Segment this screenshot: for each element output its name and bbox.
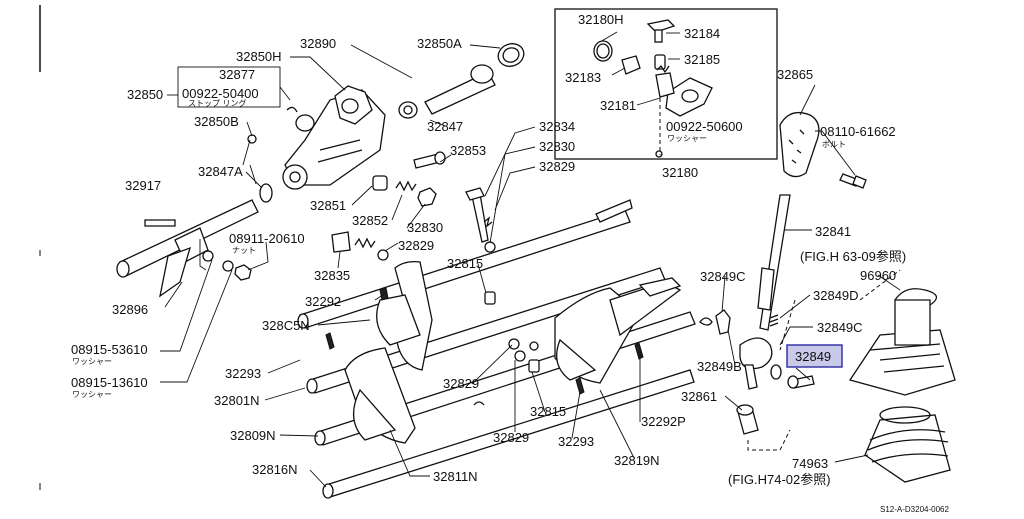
label-32851: 32851 [310, 198, 346, 213]
label-32852: 32852 [352, 213, 388, 228]
label-32185: 32185 [684, 52, 720, 67]
selector-housing-group [116, 43, 525, 298]
label-32181: 32181 [600, 98, 636, 113]
label-32850B: 32850B [194, 114, 239, 129]
label-32849B: 32849B [697, 359, 742, 374]
part-labels: 32890 32850A 32850H 32877 32850 00922-50… [71, 12, 949, 514]
label-32853: 32853 [450, 143, 486, 158]
lever-group [699, 111, 956, 483]
label-32829-d: 32829 [493, 430, 529, 445]
label-stop-ring: ストップ リング [188, 98, 247, 108]
label-32850: 32850 [127, 87, 163, 102]
label-32829-a: 32829 [398, 238, 434, 253]
label-washer-3: ワッシャー [667, 134, 707, 143]
label-32815-a: 32815 [447, 256, 483, 271]
label-96960: 96960 [860, 268, 896, 283]
shift-rails-group [297, 199, 696, 499]
label-08110-61662: 08110-61662 [820, 124, 896, 139]
label-00922-50600: 00922-50600 [666, 119, 743, 134]
label-32834: 32834 [539, 119, 575, 134]
label-32829-b: 32829 [539, 159, 575, 174]
label-32292P: 32292P [641, 414, 686, 429]
label-08915-53610: 08915-53610 [71, 342, 148, 357]
label-washer-2: ワッシャー [72, 390, 112, 399]
inset-frame [554, 8, 778, 160]
label-32292: 32292 [305, 294, 341, 309]
label-32816N: 32816N [252, 462, 298, 477]
label-32183: 32183 [565, 70, 601, 85]
label-32180H: 32180H [578, 12, 624, 27]
diagram-code: S12-A-D3204-0062 [880, 505, 949, 514]
label-32917: 32917 [125, 178, 161, 193]
highlight-32849[interactable] [786, 344, 843, 368]
label-32847: 32847 [427, 119, 463, 134]
label-32865: 32865 [777, 67, 813, 82]
label-32809N: 32809N [230, 428, 276, 443]
label-32850H: 32850H [236, 49, 282, 64]
label-32835: 32835 [314, 268, 350, 283]
label-32184: 32184 [684, 26, 720, 41]
label-32850A: 32850A [417, 36, 462, 51]
label-32847A: 32847A [198, 164, 243, 179]
label-32849[interactable]: 32849 [795, 349, 831, 364]
label-32841: 32841 [815, 224, 851, 239]
label-08911-20610: 08911-20610 [229, 231, 305, 246]
label-32830-a: 32830 [407, 220, 443, 235]
label-32849D: 32849D [813, 288, 859, 303]
label-32829-c: 32829 [443, 376, 479, 391]
label-32849C-a: 32849C [700, 269, 746, 284]
label-32805N: 328C5N [262, 318, 310, 333]
label-bolt: ボルト [822, 140, 846, 149]
label-32815-b: 32815 [530, 404, 566, 419]
label-32896: 32896 [112, 302, 148, 317]
label-32877: 32877 [219, 67, 255, 82]
label-washer-1: ワッシャー [72, 357, 112, 366]
label-nut: ナット [232, 246, 256, 255]
leader-lines [160, 31, 901, 488]
label-32293-a: 32293 [225, 366, 261, 381]
label-32890: 32890 [300, 36, 336, 51]
label-32861: 32861 [681, 389, 717, 404]
label-32801N: 32801N [214, 393, 260, 408]
label-08915-13610: 08915-13610 [71, 375, 148, 390]
label-fig-h74-02: (FIG.H74-02参照) [728, 472, 831, 487]
label-32849C-b: 32849C [817, 320, 863, 335]
label-32830-b: 32830 [539, 139, 575, 154]
label-32293-b: 32293 [558, 434, 594, 449]
label-32819N: 32819N [614, 453, 660, 468]
label-74963: 74963 [792, 456, 828, 471]
label-fig-h63-09: (FIG.H 63-09参照) [800, 249, 906, 264]
label-32811N: 32811N [433, 469, 478, 484]
label-00922-50400: 00922-50400 [182, 86, 259, 101]
label-32180: 32180 [662, 165, 698, 180]
inset-box-32180 [554, 8, 778, 160]
